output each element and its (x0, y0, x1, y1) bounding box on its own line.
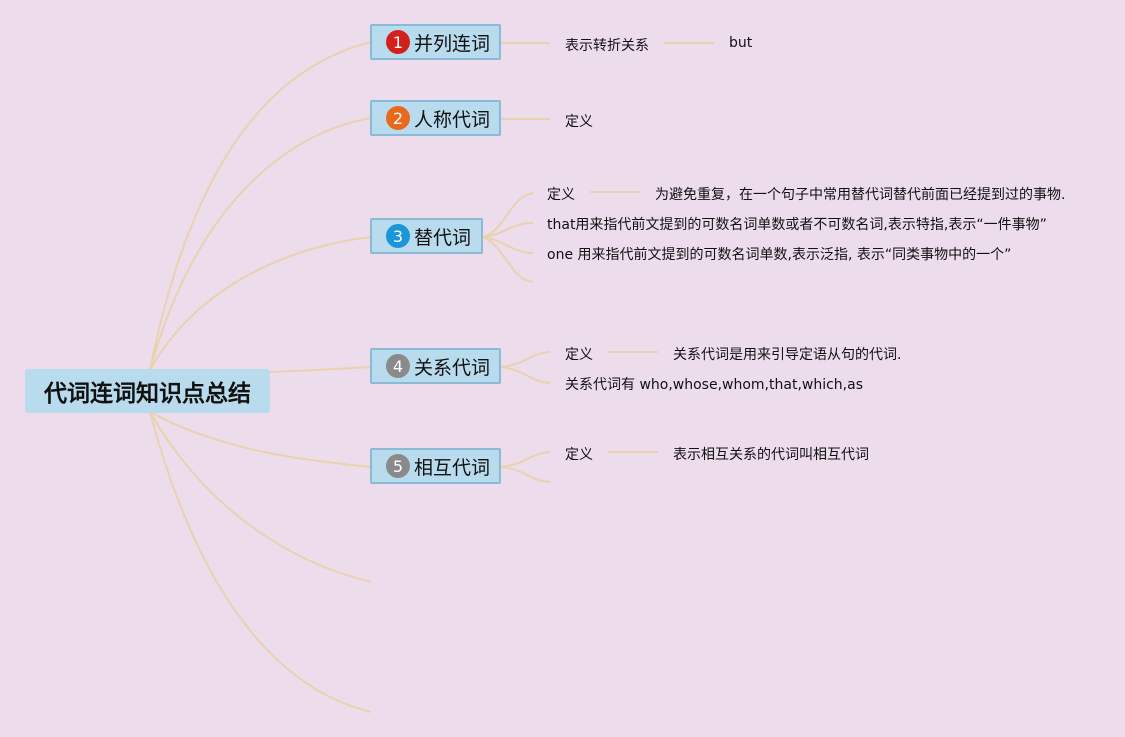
link-root-topic2 (149, 117, 372, 371)
topic-label: 相互代词 (414, 456, 491, 479)
link-root-topic1 (149, 41, 372, 371)
link-t3-empty (481, 236, 534, 283)
link-t4-list (499, 366, 551, 384)
topic-node-3[interactable]: 3 替代词 (370, 218, 483, 254)
topic-label: 并列连词 (414, 32, 491, 55)
link-root-empty1 (149, 411, 372, 583)
t3-that-usage[interactable]: that用来指代前文提到的可数名词单数或者不可数名词,表示特指,表示“一件事物” (547, 217, 1047, 233)
link-t3-that (481, 222, 534, 238)
number-5-icon: 5 (386, 454, 410, 478)
link-root-topic5 (149, 411, 372, 468)
t3-definition-label[interactable]: 定义 (547, 187, 575, 203)
link-t3-def (481, 192, 534, 238)
t5-definition-text[interactable]: 表示相互关系的代词叫相互代词 (673, 447, 869, 463)
link-root-topic3 (149, 236, 372, 371)
topic-node-5[interactable]: 5 相互代词 (370, 448, 501, 484)
topic-node-1[interactable]: 1 并列连词 (370, 24, 501, 60)
link-t3-one (481, 236, 534, 254)
link-t4-def (499, 351, 551, 368)
link-t5-def (499, 451, 551, 468)
t4-list[interactable]: 关系代词有 who,whose,whom,that,which,as (565, 377, 863, 393)
t2-subtopic[interactable]: 定义 (565, 114, 593, 130)
root-label: 代词连词知识点总结 (44, 381, 251, 407)
number-1-icon: 1 (386, 30, 410, 54)
number-4-icon: 4 (386, 354, 410, 378)
t5-definition-label[interactable]: 定义 (565, 447, 593, 463)
t3-definition-text[interactable]: 为避免重复，在一个句子中常用替代词替代前面已经提到过的事物. (655, 187, 1066, 203)
t1-value[interactable]: but (729, 35, 753, 51)
topic-node-4[interactable]: 4 关系代词 (370, 348, 501, 384)
number-3-icon: 3 (386, 224, 410, 248)
root-node[interactable]: 代词连词知识点总结 (25, 369, 270, 413)
t1-subtopic[interactable]: 表示转折关系 (565, 38, 649, 54)
number-2-icon: 2 (386, 106, 410, 130)
topic-label: 人称代词 (414, 108, 491, 131)
link-root-empty2 (149, 411, 372, 713)
link-root-topic4 (269, 366, 372, 373)
topic-node-2[interactable]: 2 人称代词 (370, 100, 501, 136)
t4-definition-label[interactable]: 定义 (565, 347, 593, 363)
link-t5-empty (499, 466, 551, 483)
t4-definition-text[interactable]: 关系代词是用来引导定语从句的代词. (673, 347, 902, 363)
topic-label: 关系代词 (414, 356, 491, 379)
topic-label: 替代词 (414, 226, 472, 249)
t3-one-usage[interactable]: one 用来指代前文提到的可数名词单数,表示泛指, 表示“同类事物中的一个” (547, 247, 1012, 263)
